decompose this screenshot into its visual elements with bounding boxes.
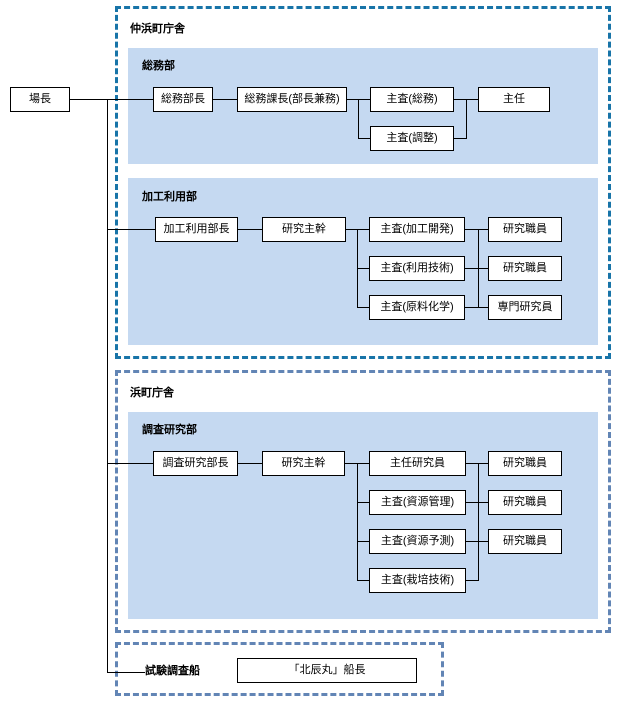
- connector-trunk-to-chosa: [107, 463, 153, 464]
- box-somu-kacho: 総務課長(部長兼務): [237, 87, 347, 112]
- connector: [466, 502, 488, 503]
- container-nakahama-building: [115, 6, 611, 359]
- box-kako-bucho: 加工利用部長: [155, 217, 238, 242]
- box-vessel-captain: 「北辰丸」船長: [237, 658, 417, 683]
- box-chosa-bucho: 調査研究部長: [153, 451, 238, 476]
- connector: [213, 99, 237, 100]
- connector: [357, 463, 358, 581]
- box-chosa-staff1: 研究職員: [488, 451, 562, 476]
- connector: [238, 229, 262, 230]
- connector: [465, 307, 488, 308]
- box-somu-bucho: 総務部長: [153, 87, 213, 112]
- connector: [465, 229, 488, 230]
- connector: [238, 463, 262, 464]
- connector: [466, 99, 467, 139]
- connector: [357, 580, 369, 581]
- connector: [357, 502, 369, 503]
- box-chosa-shukan: 研究主幹: [262, 451, 345, 476]
- label-somu-dept: 総務部: [142, 60, 175, 72]
- connector: [358, 138, 370, 139]
- connector: [466, 541, 488, 542]
- connector: [357, 307, 369, 308]
- box-staff-riyo: 研究職員: [488, 256, 562, 281]
- box-kako-shukan: 研究主幹: [262, 217, 346, 242]
- box-staff-kaihatsu: 研究職員: [488, 217, 562, 242]
- connector: [357, 541, 369, 542]
- box-shusa-riyo: 主査(利用技術): [369, 256, 465, 281]
- label-research-vessel: 試験調査船: [145, 665, 200, 677]
- connector: [465, 268, 488, 269]
- box-shusa-somu: 主査(総務): [370, 87, 454, 112]
- box-shusa-kanri: 主査(資源管理): [369, 490, 466, 515]
- connector-director-to-somu: [70, 99, 153, 100]
- box-chosa-staff2: 研究職員: [488, 490, 562, 515]
- connector: [466, 580, 478, 581]
- connector-trunk-to-kako: [107, 229, 155, 230]
- box-shusa-saibai: 主査(栽培技術): [369, 568, 466, 593]
- box-shusa-chosei: 主査(調整): [370, 126, 454, 151]
- label-chosa-dept: 調査研究部: [142, 424, 197, 436]
- panel-chosa-dept: [128, 412, 598, 619]
- box-chosa-staff3: 研究職員: [488, 529, 562, 554]
- box-director: 場長: [10, 87, 70, 112]
- connector-trunk-to-vessel: [107, 672, 145, 673]
- box-shunin: 主任: [478, 87, 550, 112]
- container-hamamachi-building: [115, 370, 611, 633]
- connector: [454, 138, 466, 139]
- connector: [357, 268, 369, 269]
- label-hamamachi-building: 浜町庁舎: [130, 387, 174, 399]
- connector: [478, 463, 479, 581]
- box-shunin-kenkyuin: 主任研究員: [369, 451, 466, 476]
- label-kako-dept: 加工利用部: [142, 191, 197, 203]
- connector-trunk-vertical: [107, 99, 108, 673]
- container-research-vessel: [115, 642, 444, 696]
- connector: [466, 463, 488, 464]
- connector: [358, 99, 359, 139]
- label-nakahama-building: 仲浜町庁舎: [130, 23, 185, 35]
- connector: [478, 229, 479, 308]
- box-shusa-kaihatsu: 主査(加工開発): [369, 217, 465, 242]
- box-shusa-genryo: 主査(原料化学): [369, 295, 465, 320]
- box-senmon-kenkyuin: 専門研究員: [488, 295, 562, 320]
- box-shusa-yosoku: 主査(資源予測): [369, 529, 466, 554]
